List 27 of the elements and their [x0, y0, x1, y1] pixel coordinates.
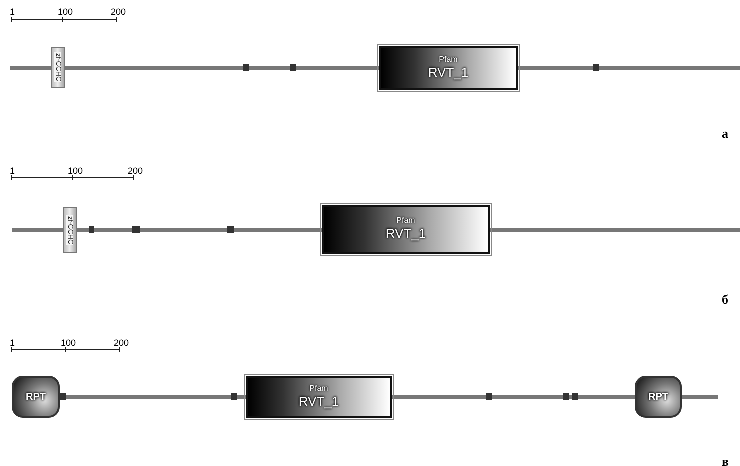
- scale-label: 200: [114, 339, 130, 348]
- domain-name: RPT: [26, 392, 46, 402]
- database-label: Pfam: [310, 384, 328, 393]
- domain-name: RVT_1: [386, 227, 426, 242]
- scale-label: 1: [10, 8, 16, 17]
- scale-label: 200: [111, 8, 126, 17]
- domain-box: [246, 376, 392, 418]
- scale-label: 200: [128, 167, 144, 176]
- scale-label: 100: [68, 167, 84, 176]
- domain-box: [51, 47, 65, 88]
- repeat-domain-box: [12, 376, 60, 418]
- domain-name: RVT_1: [428, 66, 469, 80]
- domain-box: [379, 46, 518, 90]
- domain-box: [322, 205, 490, 254]
- repeat-domain-box: [635, 376, 682, 418]
- panel-letter: в: [722, 455, 730, 466]
- scale-label: 100: [61, 339, 76, 348]
- database-label: Pfam: [396, 217, 416, 226]
- domain-box: [63, 207, 77, 253]
- panel-letter: а: [722, 127, 728, 140]
- domain-name: RVT_1: [298, 394, 340, 410]
- scale-label: 1: [10, 167, 16, 176]
- database-label: Pfam: [439, 56, 458, 64]
- domain-name: RPT: [648, 392, 668, 402]
- scale-label: 100: [58, 8, 74, 17]
- panel-letter: б: [722, 293, 728, 306]
- scale-label: 1: [10, 339, 16, 348]
